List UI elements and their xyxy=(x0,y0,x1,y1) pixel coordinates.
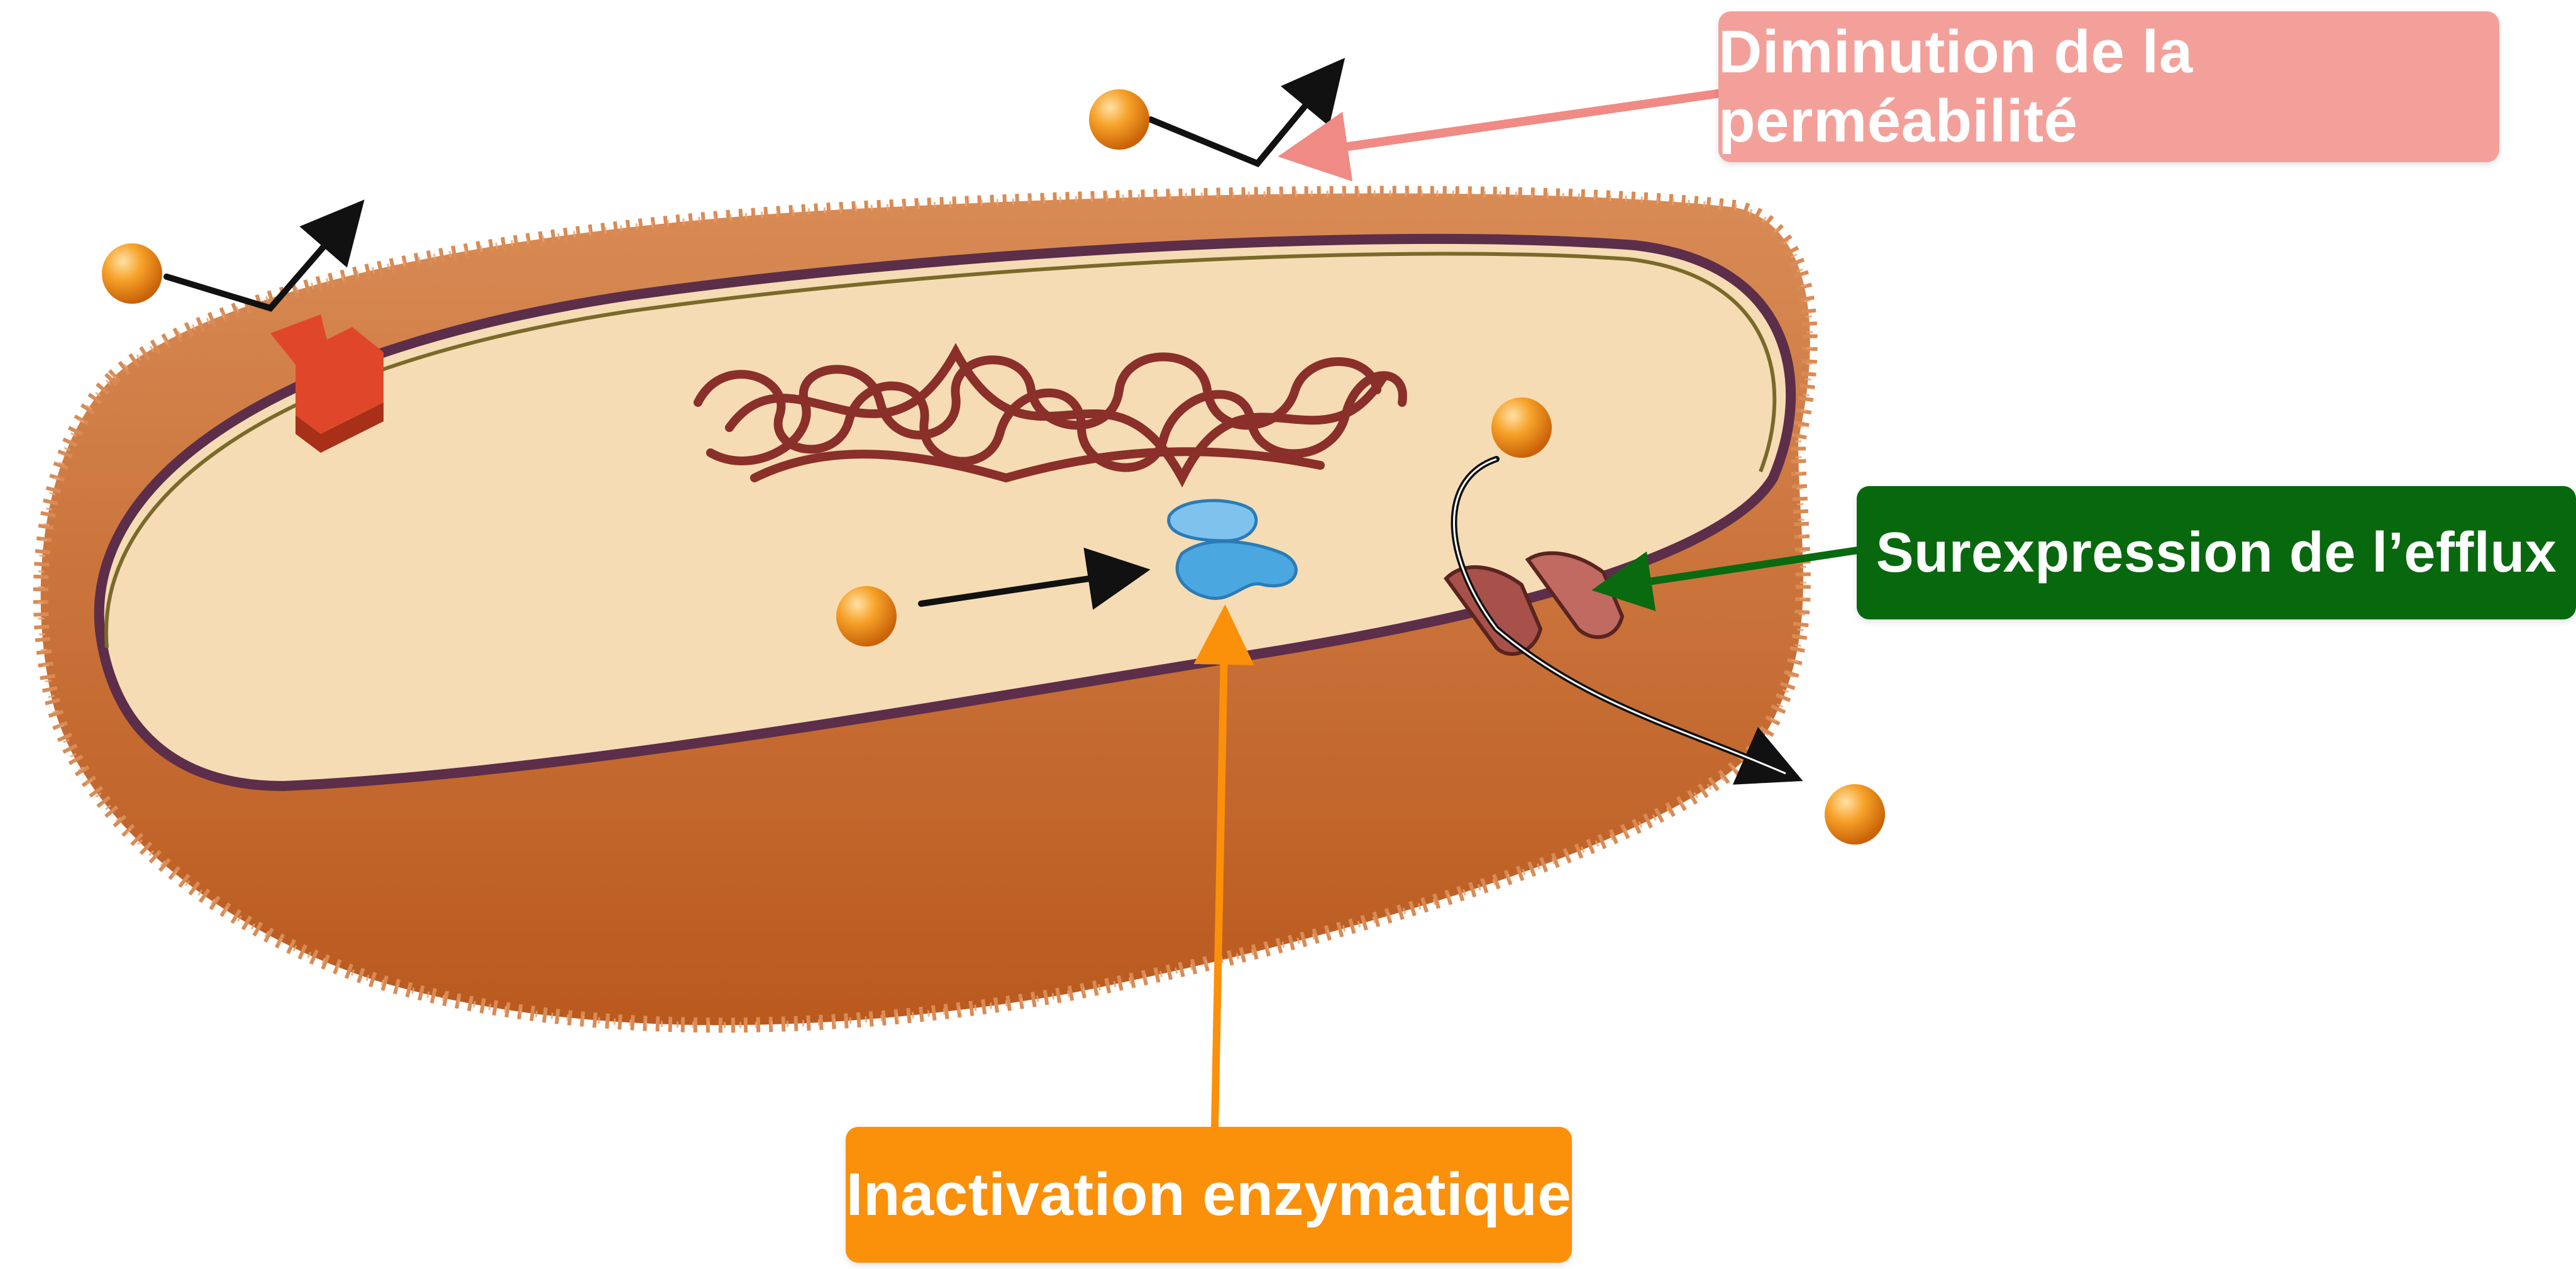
antibiotic-molecule-icon xyxy=(102,243,162,304)
efflux-label: Surexpression de l’efflux xyxy=(1857,486,2576,619)
antibiotic-molecule-icon xyxy=(836,586,897,646)
antibiotic-molecule-icon xyxy=(1491,397,1552,458)
permeability-label: Diminution de la perméabilité xyxy=(1718,11,2499,162)
antibiotic-molecule-icon xyxy=(1825,784,1885,845)
enzymatic-inactivation-label: Inactivation enzymatique xyxy=(846,1127,1572,1263)
permeability-pointer xyxy=(1295,93,1722,154)
antibiotic-molecule-icon xyxy=(1089,89,1149,150)
